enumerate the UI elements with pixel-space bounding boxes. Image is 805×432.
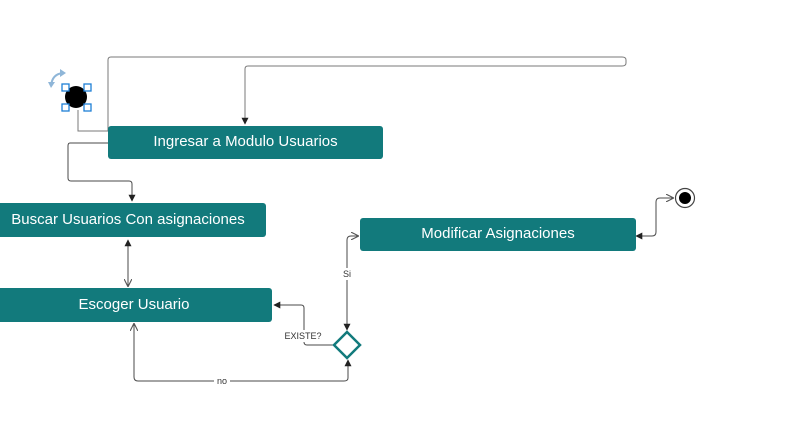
node-ingresar[interactable]: Ingresar a Modulo Usuarios: [108, 126, 383, 159]
rotate-handle-icon[interactable]: [48, 69, 66, 88]
connector-si[interactable]: [347, 236, 358, 330]
node-escoger[interactable]: Escoger Usuario: [0, 288, 272, 322]
node-buscar[interactable]: Buscar Usuarios Con asignaciones: [0, 203, 266, 237]
node-ingresar-label: Ingresar a Modulo Usuarios: [153, 133, 337, 150]
edge-label-existe: EXISTE?: [284, 331, 321, 341]
connector-ingresar-buscar[interactable]: [67, 142, 136, 202]
node-modificar-label: Modificar Asignaciones: [421, 225, 574, 242]
selection-handle[interactable]: [61, 103, 70, 112]
initial-node-icon[interactable]: [61, 83, 92, 112]
connector-modificar-end[interactable]: [636, 198, 673, 236]
node-modificar[interactable]: Modificar Asignaciones: [360, 218, 636, 251]
connector-no[interactable]: [134, 324, 348, 382]
loop-connector-outer[interactable]: [77, 56, 627, 132]
edge-label-si: Si: [343, 269, 351, 279]
selection-handle[interactable]: [83, 83, 92, 92]
edge-label-no: no: [217, 376, 227, 386]
final-node-icon[interactable]: [674, 187, 696, 209]
selection-handle[interactable]: [61, 83, 70, 92]
node-buscar-label: Buscar Usuarios Con asignaciones: [11, 211, 244, 228]
decision-node[interactable]: [332, 330, 362, 360]
selection-handle[interactable]: [83, 103, 92, 112]
node-escoger-label: Escoger Usuario: [79, 296, 190, 313]
